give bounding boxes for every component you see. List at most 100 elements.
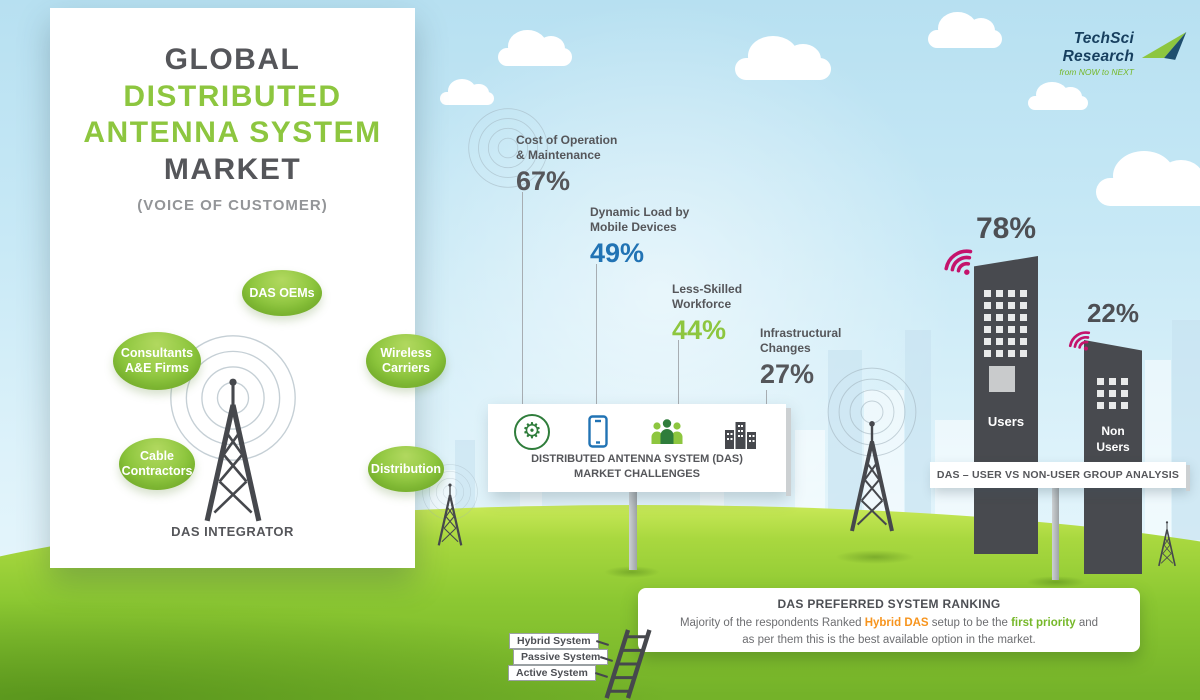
voice-of-customer-panel: GLOBAL DISTRIBUTED ANTENNA SYSTEM MARKET… (50, 8, 446, 568)
window (1020, 290, 1027, 297)
logo-brand-text: TechSci Research (1062, 30, 1134, 65)
challenge-value: 44% (672, 315, 727, 345)
mobile-phone-icon (587, 414, 609, 450)
window (1020, 302, 1027, 309)
window (1008, 338, 1015, 345)
window (996, 326, 1003, 333)
ground-shadow (835, 550, 915, 564)
title-market: MARKET (163, 152, 302, 186)
challenge-stat-infrastructure: Infrastructural Changes 27% (760, 326, 841, 390)
antenna-tower-large (850, 419, 894, 533)
leader-line (522, 192, 523, 406)
window (984, 290, 991, 297)
challenge-stat-load: Dynamic Load by Mobile Devices 49% (590, 205, 689, 269)
window (1097, 378, 1104, 385)
cloud (1096, 150, 1200, 206)
challenge-label: Cost of Operation & Maintenance (516, 133, 618, 162)
bubble-cable-contractors: Cable Contractors (119, 438, 195, 490)
challenge-label: Infrastructural Changes (760, 326, 842, 355)
ladder-label-passive: Passive System (513, 649, 609, 665)
gear-glyph: ⚙ (522, 418, 542, 444)
user-analysis-sign: DAS – USER VS NON-USER GROUP ANALYSIS (930, 462, 1190, 491)
ranking-text-line2: as per them this is the best available o… (742, 634, 1036, 647)
antenna-tower-small-right (1158, 520, 1176, 567)
window (996, 350, 1003, 357)
window (984, 326, 991, 333)
challenge-label: Less-Skilled Workforce (672, 282, 743, 311)
logo-tagline: from NOW to NEXT (1059, 67, 1134, 77)
window (1109, 378, 1116, 385)
non-users-building: Non Users (1084, 340, 1142, 574)
window (1121, 390, 1128, 397)
ladder-icon (604, 629, 652, 699)
challenges-board: ⚙ (488, 404, 791, 496)
window (996, 338, 1003, 345)
ranking-body: Majority of the respondents Ranked Hybri… (638, 615, 1140, 650)
users-building: Users (974, 256, 1038, 554)
challenge-stat-cost: Cost of Operation & Maintenance 67% (516, 133, 617, 197)
challenge-value: 67% (516, 166, 571, 196)
ranking-text: Majority of the respondents Ranked (679, 617, 865, 629)
window (1008, 350, 1015, 357)
title-global: GLOBAL (164, 43, 301, 76)
ranking-highlight-priority: first priority (1011, 617, 1076, 629)
window (984, 338, 991, 345)
window (996, 290, 1003, 297)
window (1008, 302, 1015, 309)
title-antenna-system: ANTENNA SYSTEM (83, 116, 382, 150)
sign-post (1052, 488, 1059, 580)
ground-shadow (604, 566, 660, 578)
building-billboard (989, 366, 1015, 392)
window (1008, 290, 1015, 297)
ranking-text: setup to be the (928, 617, 1012, 629)
window (1020, 314, 1027, 321)
bubble-das-oems: DAS OEMs (242, 270, 322, 316)
ladder-label-hybrid: Hybrid System (509, 633, 599, 649)
window (1020, 350, 1027, 357)
challenge-label: Dynamic Load by Mobile Devices (590, 205, 690, 234)
gear-icon: ⚙ (514, 413, 550, 450)
bubble-consultants: Consultants A&E Firms (113, 332, 201, 390)
panel-title-block: GLOBAL DISTRIBUTED ANTENNA SYSTEM MARKET… (50, 8, 415, 216)
window (984, 314, 991, 321)
users-label: Users (987, 414, 1025, 429)
challenge-value: 27% (760, 359, 815, 389)
users-percentage: 78% (975, 212, 1037, 245)
workforce-icon (647, 416, 687, 448)
challenge-stat-workforce: Less-Skilled Workforce 44% (672, 282, 742, 346)
window (1008, 326, 1015, 333)
challenges-board-title-line2: MARKET CHALLENGES (574, 468, 700, 481)
window (1097, 402, 1104, 409)
infrastructure-icon (724, 415, 760, 449)
window-grid (984, 290, 1027, 357)
leader-line (678, 340, 679, 406)
window (1109, 390, 1116, 397)
cloud (1028, 82, 1088, 110)
window (1008, 314, 1015, 321)
cloud (928, 12, 1002, 48)
challenges-board-title-line1: DISTRIBUTED ANTENNA SYSTEM (DAS) (531, 453, 743, 465)
logo-text-block: TechSci Research from NOW to NEXT (1022, 30, 1140, 77)
window-grid (1097, 378, 1128, 409)
logo-arrow-icon (1141, 32, 1187, 60)
sign-post (629, 492, 637, 570)
window (996, 314, 1003, 321)
window (1121, 378, 1128, 385)
das-integrator-label: DAS INTEGRATOR (171, 524, 294, 539)
window (1020, 338, 1027, 345)
ground-shadow (1026, 576, 1086, 588)
challenge-icons-row: ⚙ (488, 404, 786, 452)
ranking-box: DAS PREFERRED SYSTEM RANKING Majority of… (638, 588, 1140, 652)
title-distributed: DISTRIBUTED (123, 79, 342, 113)
challenge-value: 49% (590, 238, 645, 268)
ranking-text: and (1075, 617, 1099, 629)
non-users-percentage: 22% (1086, 298, 1140, 328)
window (996, 302, 1003, 309)
ladder-label-active: Active System (508, 665, 596, 681)
techsci-logo: TechSci Research from NOW to NEXT (1022, 30, 1190, 77)
ranking-title: DAS PREFERRED SYSTEM RANKING (777, 597, 1001, 611)
window (1020, 326, 1027, 333)
window (984, 302, 991, 309)
window (1097, 390, 1104, 397)
